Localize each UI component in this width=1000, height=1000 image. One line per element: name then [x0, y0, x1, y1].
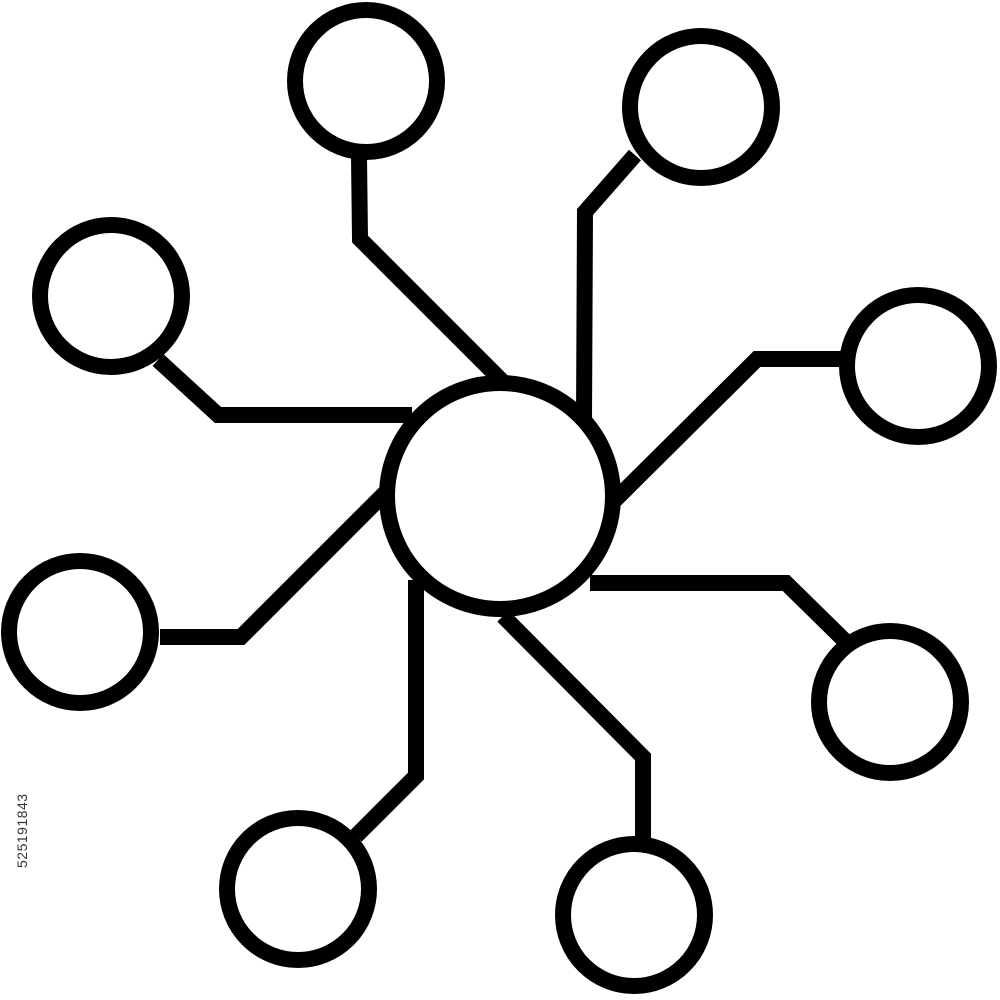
satellite-node-bottom-left — [219, 810, 377, 968]
connector-left-upper — [152, 354, 412, 423]
connector-right-lower — [590, 575, 851, 647]
hub-node — [379, 375, 621, 617]
stock-id-label: 525191843 — [14, 793, 30, 868]
satellite-node-top-right — [622, 28, 780, 186]
satellite-node-right-lower — [811, 623, 969, 781]
satellite-node-left-lower — [1, 553, 159, 711]
satellite-node-left-upper — [32, 217, 190, 375]
connector-top-left — [351, 155, 509, 388]
connector-bottom-right — [497, 610, 651, 852]
satellite-node-top-left — [287, 2, 445, 160]
satellite-node-right-upper — [839, 287, 997, 445]
connector-bottom-left — [350, 580, 424, 842]
satellite-node-bottom-right — [555, 836, 713, 994]
connector-right-upper — [606, 351, 845, 509]
connector-top-right — [576, 149, 642, 421]
connector-left-lower — [160, 487, 391, 645]
